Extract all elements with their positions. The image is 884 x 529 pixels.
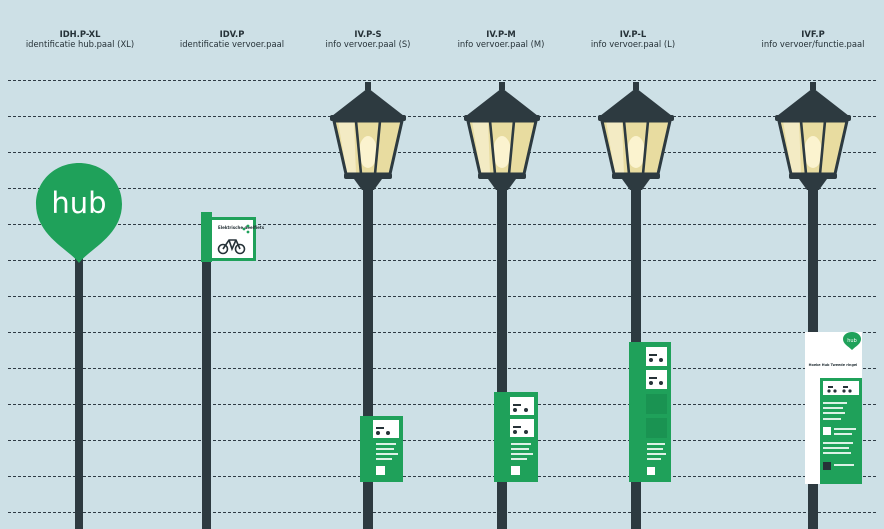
functie-hub-label: hub: [847, 338, 857, 344]
vervoer-id-pole: Elektrische deelfiets: [201, 212, 265, 529]
logo-mark: [823, 462, 831, 470]
lantern-icon: [464, 82, 540, 190]
hub-sign-label: hub: [51, 186, 106, 220]
lantern-icon: [598, 82, 674, 190]
qr-code: [376, 466, 385, 475]
pole: [75, 255, 83, 529]
lamp-pole-l: [598, 82, 674, 529]
info-panel: [646, 347, 667, 366]
info-panel: [646, 370, 667, 389]
qr-code: [823, 427, 831, 435]
lantern-icon: [775, 82, 851, 190]
lamp-pole-functie: hub Hoeke Hub Tweede ringel: [775, 82, 862, 529]
hub-pole: hub: [36, 163, 122, 529]
lamp-pole-s: [330, 82, 406, 529]
functie-title: Hoeke Hub Tweede ringel: [809, 363, 858, 367]
qr-code: [647, 467, 655, 475]
lamp-pole-m: [464, 82, 540, 529]
lantern-icon: [330, 82, 406, 190]
id-sign-title: Elektrische deelfiets: [218, 225, 265, 230]
qr-code: [511, 466, 520, 475]
